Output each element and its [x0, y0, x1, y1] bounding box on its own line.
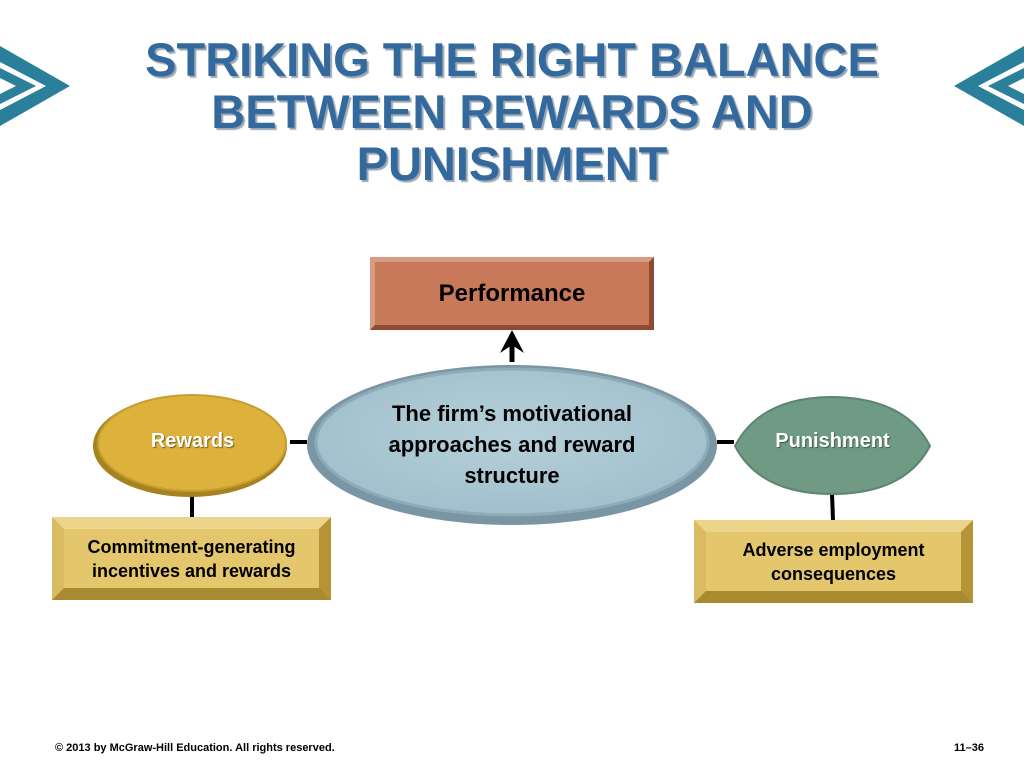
title-line-2: BETWEEN REWARDS AND — [211, 85, 813, 138]
arrow-head-icon — [500, 330, 524, 353]
rewards-label: Rewards — [150, 430, 235, 452]
punishment-detail-label: Adverse employment consequences — [742, 539, 925, 584]
page-number: 11–36 — [954, 742, 984, 754]
title-line-1: STRIKING THE RIGHT BALANCE — [145, 33, 879, 86]
copyright-footer: © 2013 by McGraw-Hill Education. All rig… — [55, 742, 335, 754]
performance-box: Performance — [370, 257, 654, 330]
rewards-detail-box: Commitment-generating incentives and rew… — [52, 517, 331, 600]
title-line-3: PUNISHMENT — [356, 137, 668, 190]
chevron-decoration-right-icon — [954, 46, 1024, 126]
connector-punishment-box — [830, 493, 835, 521]
chevron-decoration-left-icon — [0, 46, 70, 126]
punishment-detail-box: Adverse employment consequences — [694, 520, 973, 603]
punishment-label: Punishment — [775, 430, 890, 452]
page-title: STRIKING THE RIGHT BALANCE BETWEEN REWAR… — [100, 34, 924, 190]
performance-label: Performance — [438, 279, 586, 307]
rewards-oval — [97, 394, 287, 492]
rewards-detail-label: Commitment-generating incentives and rew… — [87, 536, 296, 581]
center-oval-label: The firm’s motivational approaches and r… — [388, 401, 636, 488]
center-oval — [314, 367, 710, 517]
punishment-leaf — [733, 395, 932, 496]
